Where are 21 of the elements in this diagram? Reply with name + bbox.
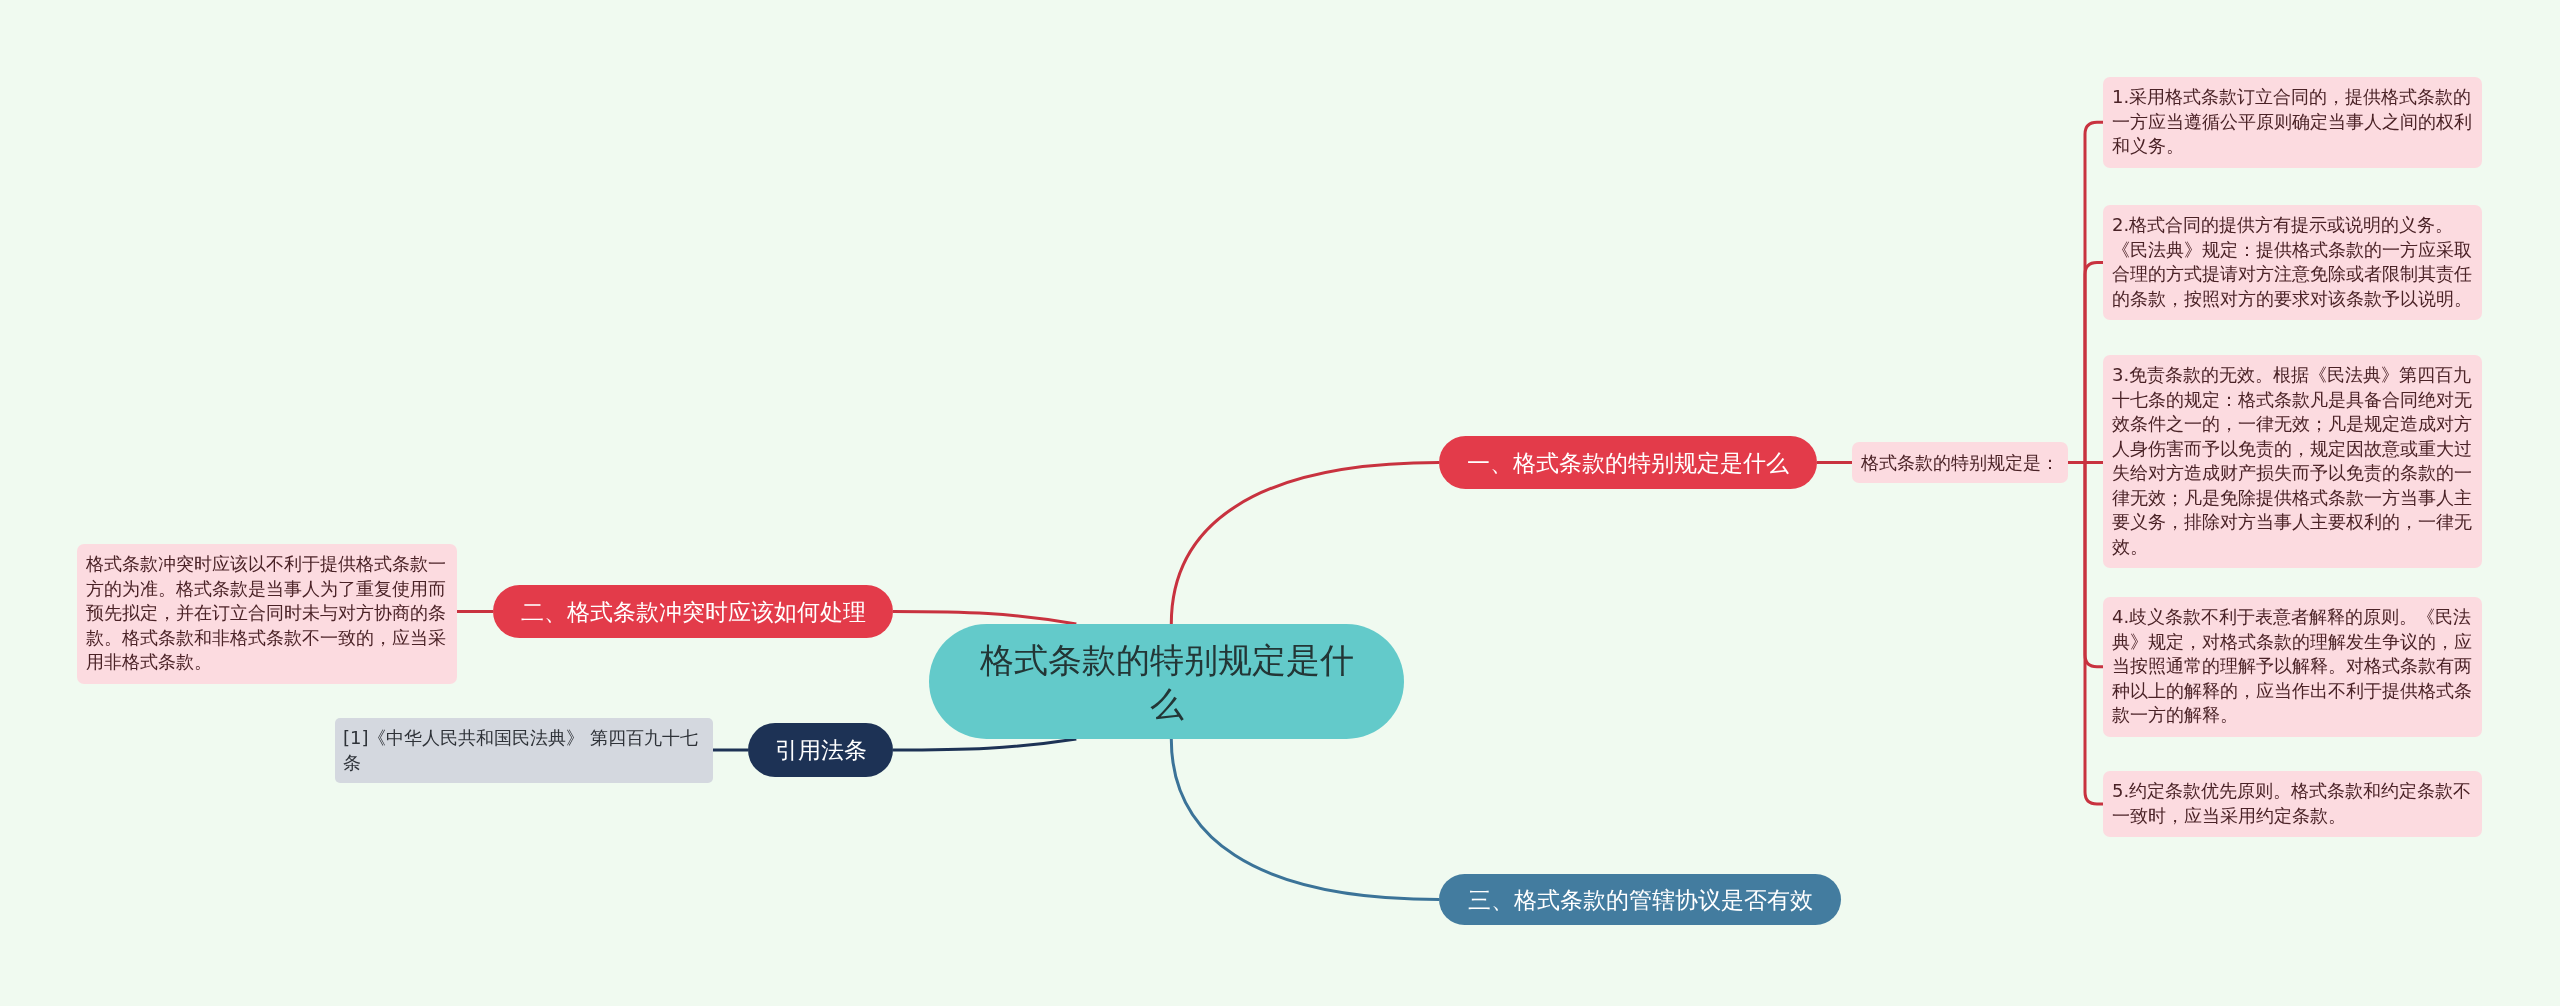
subtopic-box: 格式条款的特别规定是： bbox=[1852, 442, 2068, 483]
citation-box: [1]《中华人民共和国民法典》 第四百九十七条 bbox=[335, 718, 713, 783]
topic-pill: 三、格式条款的管辖协议是否有效 bbox=[1439, 874, 1841, 925]
connector-line bbox=[893, 610, 1077, 626]
text-box: 2.格式合同的提供方有提示或说明的义务。《民法典》规定：提供格式条款的一方应采取合理的方式提请对方注意免除或者限制其责任的条款，按照对方的要求对该条款予以说明。 bbox=[2103, 205, 2482, 320]
connector-line bbox=[457, 610, 493, 613]
connector-line bbox=[2068, 461, 2103, 806]
topic-pill: 引用法条 bbox=[748, 723, 893, 777]
text-box: 4.歧义条款不利于表意者解释的原则。《民法典》规定，对格式条款的理解发生争议的，应当按照通常的理解予以解释。对格式条款有两种以上的解释的，应当作出不利于提供格式条款一方的解释。 bbox=[2103, 597, 2482, 737]
text-box: 1.采用格式条款订立合同的，提供格式条款的一方应当遵循公平原则确定当事人之间的权利和义务。 bbox=[2103, 77, 2482, 168]
connector-line bbox=[713, 748, 748, 752]
text-box: 格式条款冲突时应该以不利于提供格式条款一方的为准。格式条款是当事人为了重复使用而预先拟定，并在订立合同时未与对方协商的条款。格式条款和非格式条款不一致的，应当采用非格式条款。 bbox=[77, 544, 457, 684]
connector-line bbox=[1169, 461, 1440, 625]
connector-line bbox=[893, 737, 1077, 752]
topic-pill: 一、格式条款的特别规定是什么 bbox=[1439, 436, 1817, 489]
text-box: 3.免责条款的无效。根据《民法典》第四百九十七条的规定：格式条款凡是具备合同绝对无效条件之一的，一律无效；凡是规定造成对方人身伤害而予以免责的，规定因故意或重大过失给对方造成财产损失而予以免责的条款的一律无效；凡是免除提供格式条款一方当事人主要义务，排除对方当事人主要权利的，一律无效。 bbox=[2103, 355, 2482, 568]
connector-line bbox=[1817, 461, 1852, 464]
central-topic-pill: 格式条款的特别规定是什么 bbox=[929, 624, 1404, 739]
topic-pill: 二、格式条款冲突时应该如何处理 bbox=[493, 585, 893, 638]
text-box: 5.约定条款优先原则。格式条款和约定条款不一致时，应当采用约定条款。 bbox=[2103, 771, 2482, 837]
connector-line bbox=[1169, 738, 1440, 901]
